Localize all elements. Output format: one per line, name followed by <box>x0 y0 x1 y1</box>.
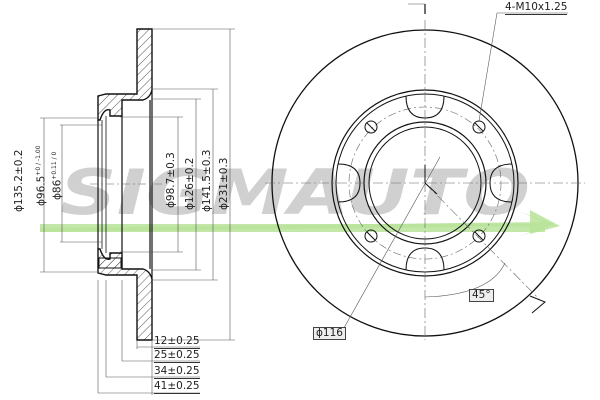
side-dimension-lines <box>40 28 235 395</box>
pcd-callout: ϕ116 <box>313 327 346 340</box>
svg-text:SIGMAUTO: SIGMAUTO <box>60 156 530 229</box>
dim-thickness-41: 41±0.25 <box>154 380 200 394</box>
dim-thickness-25: 25±0.25 <box>154 349 200 363</box>
dim-d141: ϕ141.5±0.3 <box>201 149 213 212</box>
side-section-view <box>97 28 153 341</box>
dim-thickness-34: 34±0.25 <box>154 365 200 379</box>
dim-d86-tol: +0.11 / 0 <box>51 151 58 180</box>
dim-d86-value: ϕ86 <box>51 179 64 200</box>
angle-callout: 45° <box>469 289 494 302</box>
dim-d231: ϕ231±0.3 <box>218 157 230 210</box>
dim-d86: ϕ86+0.11 / 0 <box>51 151 64 200</box>
dim-d98: ϕ98.7±0.3 <box>165 152 177 208</box>
dim-d96: ϕ96.5+0 / -1.00 <box>35 145 48 206</box>
dim-d126: ϕ126±0.2 <box>184 157 196 210</box>
dim-d135: ϕ135.2±0.2 <box>13 149 25 212</box>
bolt-holes <box>364 120 486 243</box>
thread-callout: 4-M10x1.25 <box>505 1 568 15</box>
dim-thickness-12: 12±0.25 <box>154 335 200 349</box>
watermark: SIGMAUTO <box>40 156 560 236</box>
dim-d96-tol: +0 / -1.00 <box>35 145 42 176</box>
dim-d96-value: ϕ96.5 <box>35 175 48 206</box>
